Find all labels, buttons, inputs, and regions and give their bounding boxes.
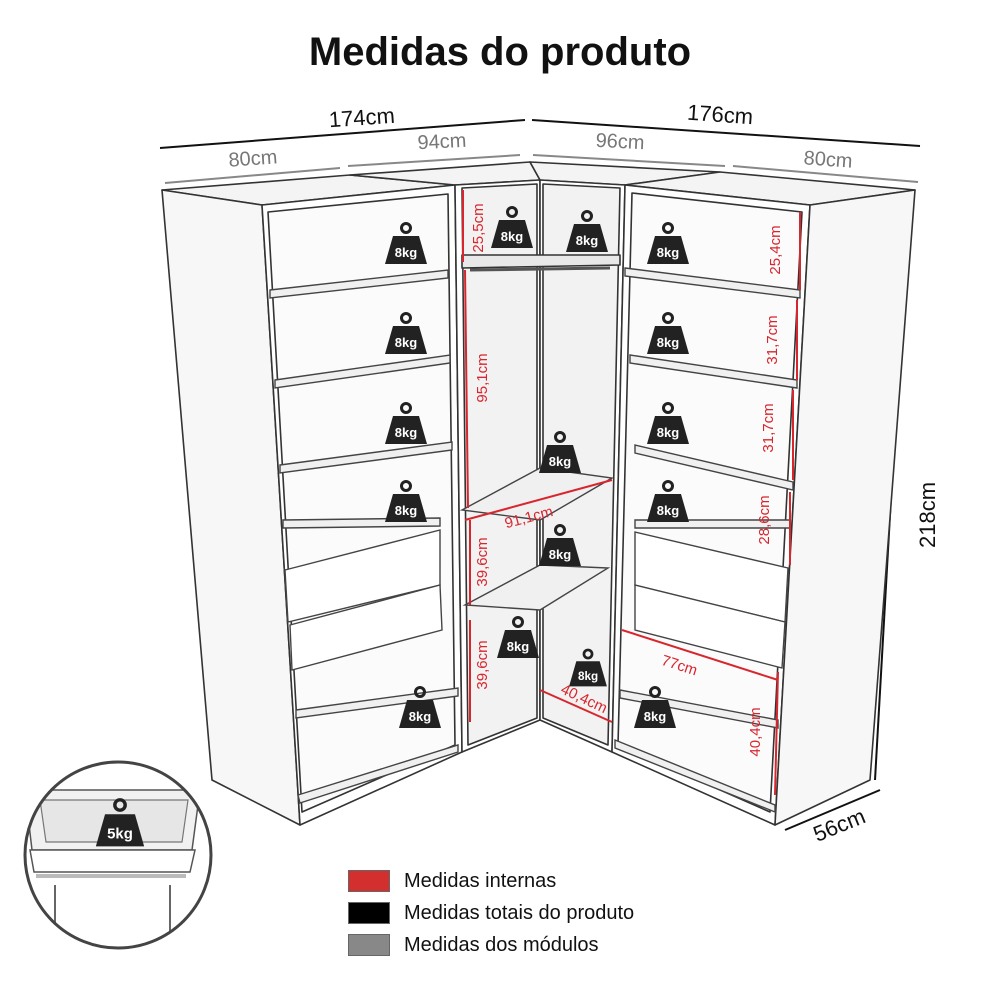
drawer-detail-inset: 5kg [23,760,213,950]
svg-text:8kg: 8kg [578,670,598,683]
legend-swatch [348,870,390,892]
legend-item-modules: Medidas dos módulos [348,929,634,961]
module-center-left-label: 94cm [417,130,467,155]
weight-icon: 8kg [491,206,533,248]
legend-swatch [348,902,390,924]
weight-icon: 8kg [539,431,581,473]
weight-icon: 8kg [647,312,689,354]
internal-right-shelf-4-label: 28,6cm [756,495,773,544]
weight-icon: 8kg [385,312,427,354]
weight-icon: 8kg [385,402,427,444]
weight-icon: 5kg [95,798,145,847]
module-dimension-lines [164,154,919,184]
internal-top-right-label: 25,4cm [767,225,784,274]
svg-text:8kg: 8kg [549,454,571,469]
weight-icon: 8kg [566,210,608,252]
right-shelves [624,267,801,529]
weight-icon: 8kg [399,686,441,728]
internal-right-shelf-2-label: 31,7cm [764,315,781,364]
internal-measure-lines [462,190,801,796]
weight-icon: 8kg [497,616,539,658]
svg-text:8kg: 8kg [644,709,666,724]
legend: Medidas internas Medidas totais do produ… [348,865,634,961]
svg-text:8kg: 8kg [657,335,679,350]
svg-text:8kg: 8kg [395,425,417,440]
svg-text:8kg: 8kg [395,245,417,260]
svg-text:8kg: 8kg [409,709,431,724]
page-title: Medidas do produto [308,30,692,74]
weight-icon: 8kg [539,524,581,566]
left-shelves [269,269,453,529]
internal-right-shelf-3-label: 31,7cm [760,403,777,452]
weight-icons: 8kg 8kg 8kg 8kg 8kg 8kg 8kg 8kg 8kg 8kg … [385,206,689,728]
svg-text:8kg: 8kg [395,335,417,350]
svg-text:8kg: 8kg [657,245,679,260]
weight-icon: 8kg [634,686,676,728]
legend-item-internal: Medidas internas [348,865,634,897]
weight-icon: 8kg [385,222,427,264]
total-depth-label: 56cm [810,803,869,846]
total-right-width-label: 176cm [686,100,754,130]
right-bottom-shelf [614,689,779,814]
svg-text:8kg: 8kg [576,233,598,248]
internal-right-bottom-label: 40,4cm [747,707,764,756]
module-left-label: 80cm [228,146,278,171]
weight-icon: 8kg [385,480,427,522]
svg-text:8kg: 8kg [395,503,417,518]
left-drawers [284,529,443,671]
internal-center-mid-label: 39,6cm [474,537,491,586]
svg-text:8kg: 8kg [657,425,679,440]
weight-icon: 8kg [647,222,689,264]
module-right-label: 80cm [803,147,853,172]
weight-icon: 8kg [569,648,607,687]
center-shelves [459,266,615,611]
svg-text:8kg: 8kg [657,503,679,518]
internal-center-low-label: 39,6cm [474,640,491,689]
module-center-right-label: 96cm [595,130,645,155]
svg-text:5kg: 5kg [107,825,133,842]
internal-hanging-label: 95,1cm [474,353,491,402]
total-height-label: 218cm [915,482,940,548]
legend-swatch [348,934,390,956]
internal-top-center-label: 25,5cm [470,203,487,252]
svg-text:8kg: 8kg [507,639,529,654]
svg-text:8kg: 8kg [549,547,571,562]
total-left-width-label: 174cm [328,103,396,133]
weight-icon: 8kg [647,480,689,522]
weight-icon: 8kg [647,402,689,444]
svg-text:8kg: 8kg [501,229,523,244]
legend-item-total: Medidas totais do produto [348,897,634,929]
right-drawers [634,531,789,669]
